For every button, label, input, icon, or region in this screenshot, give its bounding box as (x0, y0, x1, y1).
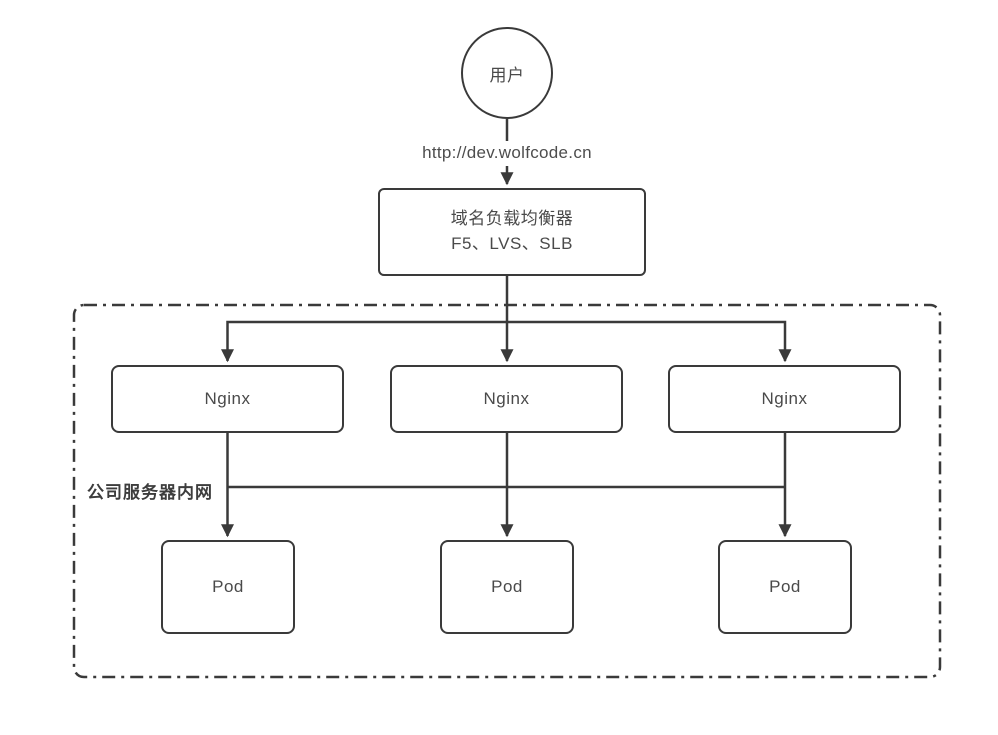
load-balancer-node: 域名负载均衡器 F5、LVS、SLB (378, 188, 646, 276)
nginx-node-right: Nginx (668, 365, 901, 433)
pod-node-right: Pod (718, 540, 852, 634)
nginx-node-middle: Nginx (390, 365, 623, 433)
load-balancer-products: F5、LVS、SLB (451, 234, 573, 253)
user-node: 用户 (461, 27, 553, 119)
edge-loadbalancer-to-nginx-right (507, 320, 792, 363)
pod-node-left: Pod (161, 540, 295, 634)
pod-node-middle: Pod (440, 540, 574, 634)
edge-loadbalancer-to-nginx-left (221, 320, 507, 363)
nginx-node-left: Nginx (111, 365, 344, 433)
request-url-label: http://dev.wolfcode.cn (422, 143, 592, 162)
intranet-region-label: 公司服务器内网 (87, 483, 213, 502)
load-balancer-title: 域名负载均衡器 (450, 209, 574, 229)
